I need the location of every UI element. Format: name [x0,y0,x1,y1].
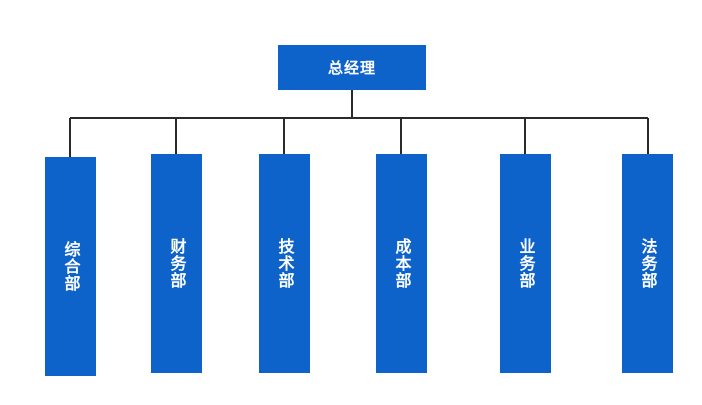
dept-label-1: 综合部 [61,241,81,292]
dept-label-4: 成本部 [392,238,412,289]
root-box-general-manager: 总经理 [278,45,426,90]
root-label: 总经理 [327,59,376,77]
dept-label-5: 业务部 [516,238,536,289]
dept-label-2: 财务部 [167,238,187,289]
dept-box-5: 业务部 [500,154,551,373]
dept-box-2: 财务部 [151,154,202,373]
dept-box-6: 法务部 [622,154,673,373]
dept-box-1: 综合部 [45,157,96,376]
dept-label-3: 技术部 [275,238,295,289]
dept-box-4: 成本部 [376,154,427,373]
dept-box-3: 技术部 [259,154,310,373]
dept-label-6: 法务部 [638,238,658,289]
